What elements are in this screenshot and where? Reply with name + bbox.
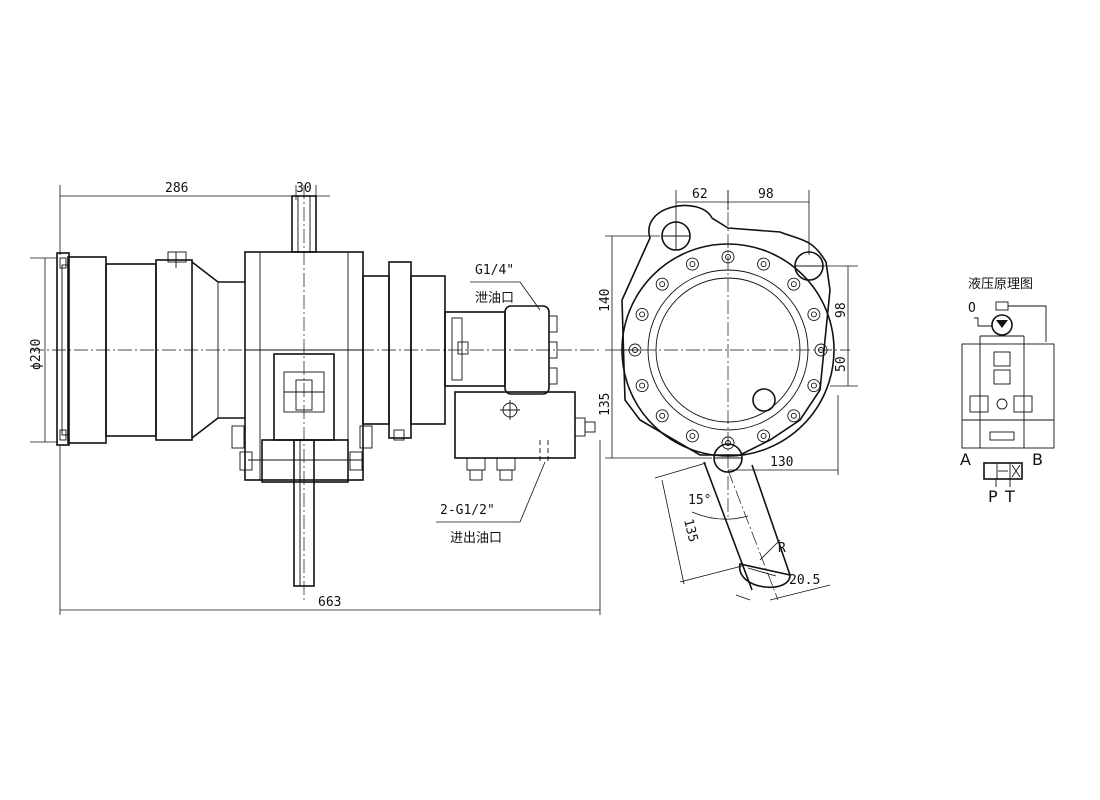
bolt-hole-inner — [790, 281, 797, 288]
bolt-hole — [814, 343, 828, 357]
bolt-hole-inner — [689, 261, 696, 268]
bolt-hole — [685, 257, 699, 271]
bolt-hole — [635, 307, 649, 321]
port-b-label: B — [1032, 450, 1043, 469]
side-view: 286 30 ϕ230 663 G1/4" 泄油口 2-G1/2" 进出油口 — [29, 181, 601, 615]
bolt-hole — [787, 277, 801, 291]
bolt-hole-inner — [659, 281, 666, 288]
dim-135-left: 135 — [598, 393, 613, 416]
bolt-hole — [655, 277, 669, 291]
dim-20-5: 20.5 — [789, 573, 820, 588]
hydraulic-motor — [444, 311, 506, 387]
dim-62: 62 — [692, 187, 708, 202]
bolt-head — [59, 257, 67, 269]
bolt-hole — [721, 250, 735, 264]
bolt-hole-inner — [790, 412, 797, 419]
dim-50: 50 — [834, 356, 849, 372]
dim-135-arm: 135 — [680, 517, 700, 543]
bolt-head — [59, 429, 67, 441]
dim-30: 30 — [296, 181, 312, 196]
directional-valve — [983, 462, 1023, 480]
port-o-label: O — [968, 301, 976, 316]
bolt-hole — [757, 257, 771, 271]
bolt-hole — [787, 409, 801, 423]
label-g12: 2-G1/2" — [440, 503, 495, 518]
hydraulic-schematic: 液压原理图 O A B P T — [960, 277, 1055, 506]
bolt-hole — [807, 379, 821, 393]
bolt-hole-inner — [810, 382, 817, 389]
port-a-label: A — [960, 450, 971, 469]
bolt-hole-inner — [760, 432, 767, 439]
end-flange-outer — [56, 252, 70, 446]
bolt-hole — [685, 429, 699, 443]
dim-130: 130 — [770, 455, 793, 470]
dim-98-right: 98 — [834, 302, 849, 318]
small-hole — [752, 388, 776, 412]
dim-R: R — [778, 541, 786, 556]
bolt-hole-inner — [760, 261, 767, 268]
label-drain-port: 泄油口 — [475, 291, 514, 306]
motor-ring — [155, 259, 193, 441]
label-g14: G1/4" — [475, 263, 514, 278]
dim-663: 663 — [318, 595, 341, 610]
bolt-hole-inner — [725, 254, 731, 260]
dim-15deg: 15° — [688, 493, 711, 508]
dim-98-top: 98 — [758, 187, 774, 202]
bolt-hole-inner — [659, 412, 666, 419]
bolt-hole-inner — [639, 311, 646, 318]
lifting-lug — [167, 251, 187, 263]
bolt-hole-inner — [725, 440, 731, 446]
bolt-hole — [635, 379, 649, 393]
housing-outline — [621, 204, 831, 456]
label-inout-port: 进出油口 — [450, 531, 502, 546]
bolt-hole-inner — [639, 382, 646, 389]
lower-bracket — [261, 439, 349, 483]
bolt-hole-inner — [689, 432, 696, 439]
port-fitting — [466, 457, 486, 471]
bolt-hole-inner — [818, 347, 824, 353]
valve-block — [454, 391, 576, 459]
valve-frame — [961, 343, 1055, 449]
dim-230: ϕ230 — [29, 339, 44, 370]
bolt-hole — [655, 409, 669, 423]
bolt-hole — [757, 429, 771, 443]
port-t-label: T — [1004, 487, 1015, 506]
bolt-hole — [807, 307, 821, 321]
schematic-title: 液压原理图 — [968, 277, 1033, 292]
front-view: 62 98 140 135 98 50 130 135 15° R 20.5 — [598, 187, 858, 601]
bolt-hole — [721, 436, 735, 450]
lever-arm — [293, 439, 315, 587]
port-fitting — [496, 457, 516, 471]
port-p-label: P — [988, 487, 998, 506]
bolt-ring — [628, 250, 828, 450]
dim-140: 140 — [598, 289, 613, 312]
bolt-hole-inner — [810, 311, 817, 318]
arm-slot-end — [739, 563, 791, 588]
motor-symbol — [991, 314, 1013, 336]
dim-286: 286 — [165, 181, 188, 196]
